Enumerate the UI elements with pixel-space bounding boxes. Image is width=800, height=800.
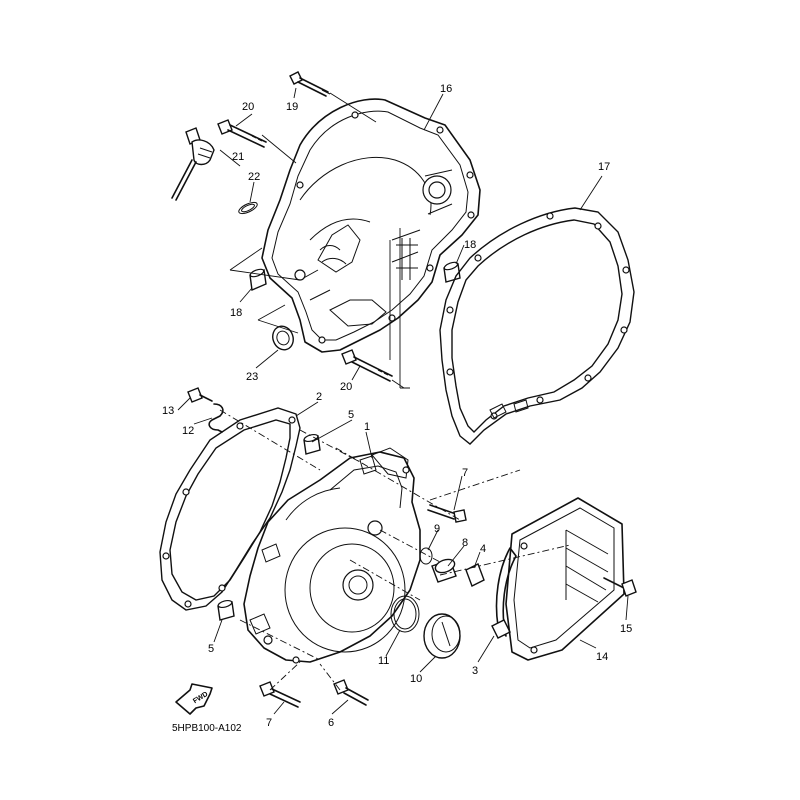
callout-16: 16 (440, 83, 452, 95)
oil-seal-23 (272, 325, 294, 351)
callout-5-upper: 5 (348, 409, 354, 421)
callout-17: 17 (598, 161, 610, 173)
fwd-label: FWD (192, 691, 209, 705)
callout-18-right: 18 (464, 239, 476, 251)
screw-15 (603, 577, 637, 597)
callout-4: 4 (480, 543, 486, 555)
part-4 (465, 563, 485, 587)
part-3 (491, 547, 517, 639)
callout-9: 9 (434, 523, 440, 535)
o-ring-22 (238, 201, 258, 215)
crankcase-cover-1 (243, 447, 421, 664)
gasket-2 (159, 407, 301, 611)
callout-12: 12 (182, 425, 194, 437)
dowel-pin-18-left (249, 268, 267, 292)
callout-20-upper: 20 (242, 101, 254, 113)
bolt-7-upper (427, 504, 467, 523)
callout-13: 13 (162, 405, 174, 417)
callout-6: 6 (328, 717, 334, 729)
oil-filler-plug-21 (171, 127, 215, 201)
bolt-7-lower (259, 681, 301, 708)
fwd-arrow-icon: FWD (175, 683, 213, 715)
callout-14: 14 (596, 651, 608, 663)
bolt-20-upper (217, 119, 267, 148)
dowel-pin-5-upper (303, 433, 321, 455)
plug-8 (431, 558, 457, 583)
clamp-12 (208, 403, 224, 433)
crankcase-cover-16 (261, 98, 481, 353)
dowel-pin-5-lower (217, 599, 235, 621)
callout-10: 10 (410, 673, 422, 685)
o-ring-9 (419, 547, 433, 565)
callout-labels: 16 19 20 21 22 17 18 18 23 20 2 13 12 5 … (162, 83, 632, 729)
gasket-17 (439, 207, 635, 445)
bolt-19 (289, 71, 331, 97)
callout-2: 2 (316, 391, 322, 403)
callout-21: 21 (232, 151, 244, 163)
callout-15: 15 (620, 623, 632, 635)
callout-3: 3 (472, 665, 478, 677)
callout-7-lower: 7 (266, 717, 272, 729)
callout-18-left: 18 (230, 307, 242, 319)
plug-cap-10 (423, 613, 461, 659)
callout-11: 11 (378, 655, 389, 667)
callout-5-lower: 5 (208, 643, 214, 655)
callout-leaders (177, 87, 629, 715)
bolt-6 (333, 679, 369, 706)
drawing-code: 5HPB100-A102 (172, 723, 242, 734)
dowel-pin-18-right (443, 261, 461, 283)
bolt-20-lower (341, 349, 393, 382)
screw-13 (187, 387, 213, 403)
callout-19: 19 (286, 101, 298, 113)
cover-14 (505, 497, 625, 661)
callout-8: 8 (462, 537, 468, 549)
callout-23: 23 (246, 371, 258, 383)
callout-20-lower: 20 (340, 381, 352, 393)
callout-7-upper: 7 (462, 467, 468, 479)
callout-1: 1 (364, 421, 370, 433)
callout-22: 22 (248, 171, 260, 183)
o-ring-11 (390, 595, 420, 633)
